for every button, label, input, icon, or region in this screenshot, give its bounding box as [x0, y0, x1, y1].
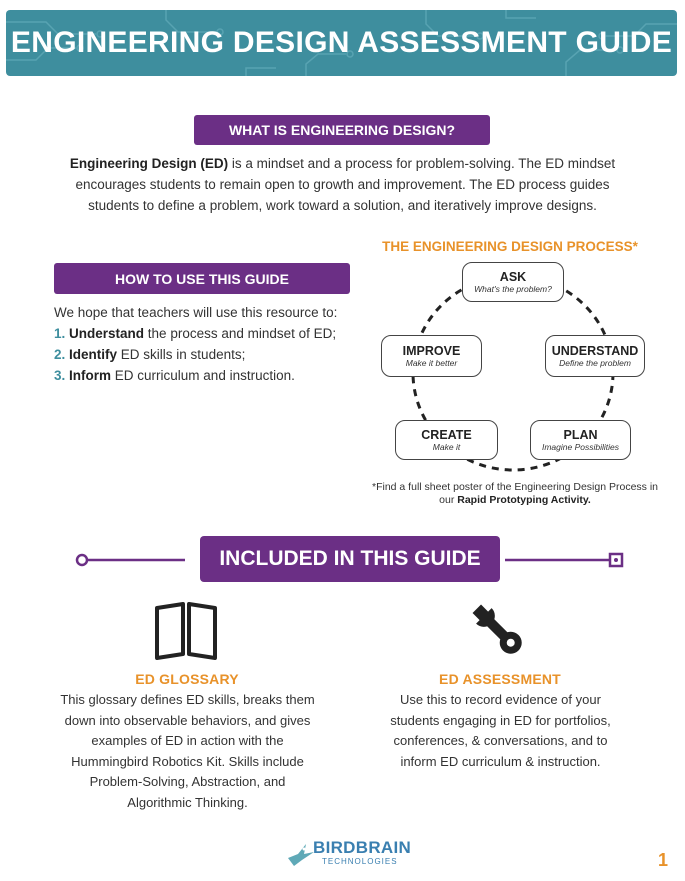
step-ask: ASK What's the problem? — [462, 262, 564, 302]
circuit-pattern — [6, 10, 677, 76]
step-improve: IMPROVE Make it better — [381, 335, 482, 377]
logo-subtext: TECHNOLOGIES — [322, 857, 398, 866]
how-item: 3. Inform ED curriculum and instruction. — [54, 365, 364, 386]
how-item: 1. Understand the process and mindset of… — [54, 323, 364, 344]
item-text: the process and mindset of ED; — [144, 326, 337, 341]
step-subtitle: Make it better — [405, 357, 458, 368]
footnote-text: *Find a full sheet poster of the Enginee… — [372, 481, 658, 506]
open-book-icon — [155, 602, 217, 660]
step-subtitle: Make it — [432, 441, 461, 452]
wrench-icon — [472, 604, 522, 654]
item-text: ED curriculum and instruction. — [111, 368, 295, 383]
what-is-ed-heading: WHAT IS ENGINEERING DESIGN? — [194, 115, 490, 145]
step-title: UNDERSTAND — [551, 343, 639, 358]
logo-text: BIRDBRAIN — [313, 838, 412, 857]
item-verb: Understand — [69, 326, 145, 341]
section-divider-lines — [75, 552, 624, 568]
item-verb: Inform — [69, 368, 112, 383]
how-lead: We hope that teachers will use this reso… — [54, 305, 338, 320]
how-to-use-list: We hope that teachers will use this reso… — [54, 302, 364, 386]
intro-text: is a mindset and a process for problem-s… — [75, 156, 616, 213]
assessment-title: ED ASSESSMENT — [439, 671, 561, 687]
item-text: ED skills in students; — [117, 347, 246, 362]
step-subtitle: Imagine Possibilities — [541, 441, 619, 452]
item-number: 1. — [54, 326, 66, 341]
step-subtitle: Define the problem — [559, 357, 631, 368]
rapid-prototyping-link[interactable]: Rapid Prototyping Activity. — [457, 494, 591, 506]
process-title: THE ENGINEERING DESIGN PROCESS* — [382, 239, 638, 254]
item-verb: Identify — [69, 347, 118, 362]
step-title: IMPROVE — [402, 343, 461, 358]
included-heading: INCLUDED IN THIS GUIDE — [200, 536, 500, 582]
item-number: 3. — [54, 368, 66, 383]
how-to-use-heading: HOW TO USE THIS GUIDE — [54, 263, 350, 294]
glossary-title: ED GLOSSARY — [135, 671, 239, 687]
step-title: CREATE — [421, 427, 472, 442]
step-plan: PLAN Imagine Possibilities — [530, 420, 631, 460]
step-understand: UNDERSTAND Define the problem — [545, 335, 645, 377]
step-title: PLAN — [563, 427, 598, 442]
header-banner: ENGINEERING DESIGN ASSESSMENT GUIDE — [6, 10, 677, 76]
item-number: 2. — [54, 347, 66, 362]
intro-paragraph: Engineering Design (ED) is a mindset and… — [60, 153, 625, 216]
birdbrain-logo: BIRDBRAIN TECHNOLOGIES — [286, 838, 411, 870]
page-title: ENGINEERING DESIGN ASSESSMENT GUIDE — [10, 26, 673, 59]
step-subtitle: What's the problem? — [474, 283, 552, 294]
process-footnote: *Find a full sheet poster of the Enginee… — [370, 481, 660, 507]
how-item: 2. Identify ED skills in students; — [54, 344, 364, 365]
step-title: ASK — [499, 269, 527, 284]
page-number: 1 — [658, 850, 669, 870]
assessment-description: Use this to record evidence of your stud… — [390, 692, 611, 769]
intro-bold-term: Engineering Design (ED) — [69, 156, 229, 171]
step-create: CREATE Make it — [395, 420, 498, 460]
glossary-description: This glossary defines ED skills, breaks … — [60, 692, 315, 810]
bird-icon — [288, 844, 314, 866]
